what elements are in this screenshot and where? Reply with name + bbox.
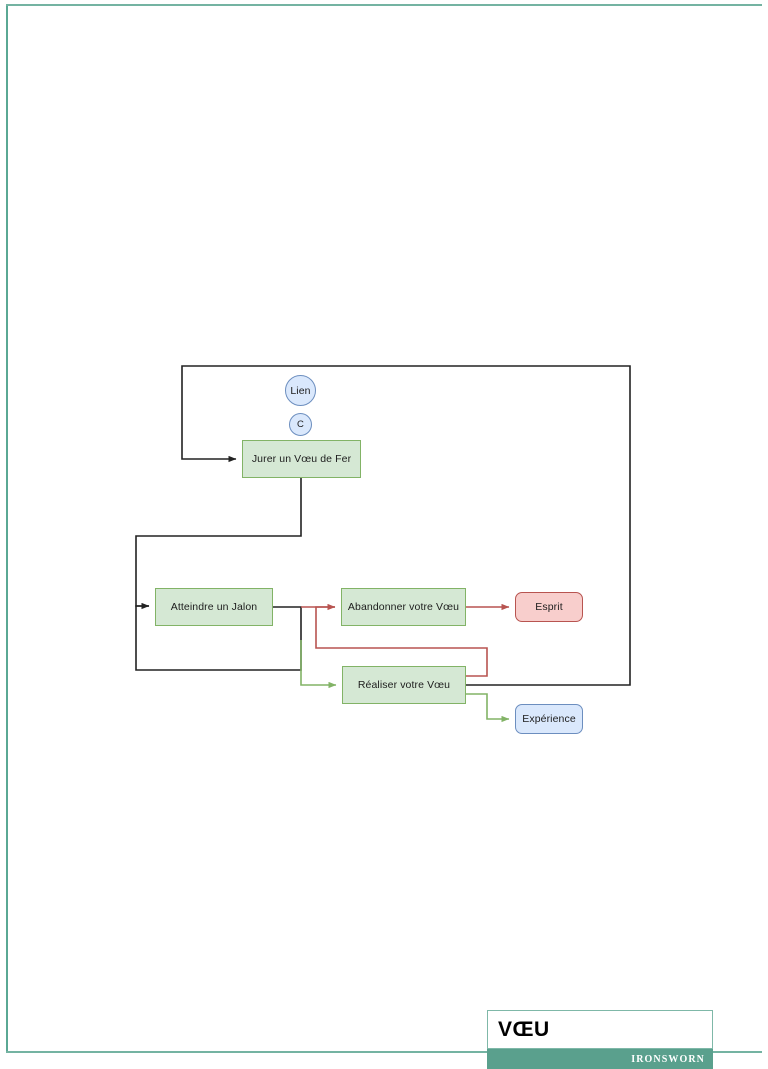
edge-realiser-to-jurer [181, 365, 631, 686]
node-abandonner-votre-voeu-label: Abandonner votre Vœu [347, 601, 460, 613]
page-title: VŒU [498, 1017, 550, 1041]
edge-realiser-to-abandonner [315, 606, 488, 677]
edge-jurer-to-jalon [135, 478, 302, 610]
node-lien[interactable]: Lien [285, 375, 316, 406]
page-title-block: VŒU [487, 1010, 713, 1049]
node-realiser-votre-voeu-label: Réaliser votre Vœu [357, 679, 451, 691]
page-frame-top-rule [6, 4, 762, 6]
node-esprit-label: Esprit [535, 601, 563, 613]
node-atteindre-un-jalon[interactable]: Atteindre un Jalon [155, 588, 273, 626]
node-jurer-un-voeu-de-fer-label: Jurer un Vœu de Fer [251, 453, 352, 465]
node-lien-label: Lien [290, 384, 311, 397]
brand-bar: IRONSWORN [487, 1049, 713, 1069]
page-frame-bottom-rule [6, 1051, 762, 1053]
brand-label: IRONSWORN [631, 1053, 705, 1065]
node-jurer-un-voeu-de-fer[interactable]: Jurer un Vœu de Fer [242, 440, 361, 478]
node-c-label: C [297, 419, 304, 430]
node-abandonner-votre-voeu[interactable]: Abandonner votre Vœu [341, 588, 466, 626]
node-esprit[interactable]: Esprit [515, 592, 583, 622]
node-atteindre-un-jalon-label: Atteindre un Jalon [170, 601, 258, 613]
node-experience-label: Expérience [522, 713, 576, 725]
edge-jalon-self-loop [135, 605, 302, 671]
page-frame-left-rule [6, 4, 8, 1052]
edge-jalon-to-realiser [300, 640, 337, 689]
node-c[interactable]: C [289, 413, 312, 436]
node-realiser-votre-voeu[interactable]: Réaliser votre Vœu [342, 666, 466, 704]
edge-realiser-to-experience [466, 693, 510, 723]
node-experience[interactable]: Expérience [515, 704, 583, 734]
